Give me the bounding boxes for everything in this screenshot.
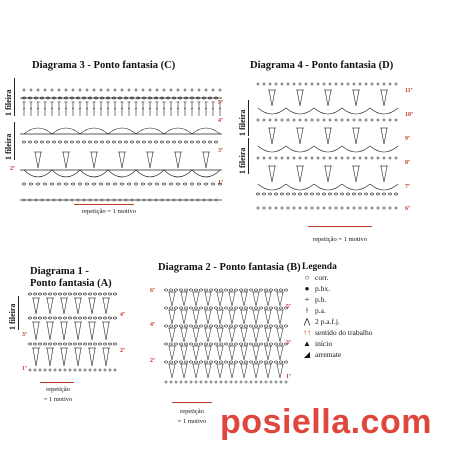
diagram4-row-9: 9ª	[405, 136, 410, 142]
legend-symbol-icon: ▲	[303, 339, 311, 348]
legend-title: Legenda	[302, 262, 337, 272]
diagram2-row-5: 5ª	[286, 304, 291, 310]
diagram2-row-6: 6ª	[150, 288, 155, 294]
diagram1-repeat-bracket	[40, 382, 74, 383]
diagram4-repeat-bracket	[308, 226, 372, 227]
legend-label: arremate	[315, 350, 342, 359]
diagram2-row-2: 2ª	[150, 358, 155, 364]
diagram2-repeat-line2: = 1 motivo	[177, 418, 207, 425]
diagram2-chart	[164, 288, 288, 384]
legend-symbol-icon: ●	[304, 284, 310, 293]
legend-item: ǂ p.a.	[302, 305, 452, 316]
legend-label: corr.	[315, 273, 329, 282]
legend-label: p.bx.	[315, 284, 330, 293]
diagram2-repeat-line1: repetição	[180, 408, 204, 415]
diagram4-title: Diagrama 4 - Ponto fantasia (D)	[250, 60, 394, 71]
legend-item: + p.b.	[302, 294, 452, 305]
diagram1-title-line2: Ponto fantasia (A)	[30, 278, 112, 289]
legend-items: ○ corr. ● p.bx. + p.b. ǂ p.a. ⋀ 2 p.a.f.j. ↑↑ senti…	[302, 272, 452, 360]
diagram1-repeat-line1: repetição	[46, 386, 70, 393]
diagram4-row-10: 10ª	[405, 112, 413, 118]
diagram3-repeat-label: repetição = 1 motivo	[81, 208, 137, 215]
legend-item: ● p.bx.	[302, 283, 452, 294]
diagram1-row-4: 4ª	[120, 312, 125, 318]
diagram3-chart	[20, 88, 222, 202]
legend-symbol-icon: ↑↑	[303, 328, 311, 337]
diagram2-row-3: 3ª	[286, 340, 291, 346]
diagram3-repeat-bracket	[74, 204, 134, 205]
diagram1-row-3: 3ª	[22, 332, 27, 338]
legend-item: ○ corr.	[302, 272, 452, 283]
diagram1-row-1: 1ª	[22, 366, 27, 372]
diagram1-title-line1: Diagrama 1 -	[30, 266, 89, 277]
legend-symbol-icon: +	[304, 295, 310, 304]
diagram2-title: Diagrama 2 - Ponto fantasia (B)	[158, 262, 301, 273]
legend-item: ⋀ 2 p.a.f.j.	[302, 316, 452, 327]
legend-symbol-icon: ◢	[303, 350, 311, 359]
diagram4-row-6: 6ª	[405, 206, 410, 212]
diagram1-row-2: 2ª	[120, 348, 125, 354]
diagram2-row-4: 4ª	[150, 322, 155, 328]
legend-label: sentido do trabalho	[315, 328, 373, 337]
diagram4-repeat-label: repetição = 1 motivo	[312, 236, 368, 243]
watermark: posiella.com	[220, 403, 432, 441]
diagram3-row-4: 4ª	[218, 118, 223, 124]
diagram3-row-5: 5ª	[218, 100, 223, 106]
legend-symbol-icon: ○	[304, 273, 310, 282]
diagram4-row-11: 11ª	[405, 88, 413, 94]
diagram4-row-8: 8ª	[405, 160, 410, 166]
diagram3-row-3: 3ª	[218, 148, 223, 154]
legend-label: início	[315, 339, 333, 348]
legend-item: ↑↑ sentido do trabalho	[302, 327, 452, 338]
legend-item: ▲ início	[302, 338, 452, 349]
legend: Legenda ○ corr. ● p.bx. + p.b. ǂ p.a. ⋀ 2 p.a.f.j…	[302, 262, 452, 360]
diagram4-chart	[256, 82, 399, 210]
diagram3-row-1: 1ª	[218, 180, 223, 186]
diagram3-title: Diagrama 3 - Ponto fantasia (C)	[32, 60, 176, 71]
legend-symbol-icon: ⋀	[303, 317, 311, 326]
legend-symbol-icon: ǂ	[306, 306, 308, 315]
diagram1-chart	[28, 292, 117, 372]
legend-label: p.b.	[315, 295, 327, 304]
diagram2-repeat-bracket	[172, 402, 212, 403]
legend-label: 2 p.a.f.j.	[315, 317, 340, 326]
diagram4-row-7: 7ª	[405, 184, 410, 190]
legend-label: p.a.	[315, 306, 326, 315]
diagram3-row-2: 2ª	[10, 166, 15, 172]
legend-item: ◢ arremate	[302, 349, 452, 360]
diagram2-row-1: 1ª	[286, 374, 291, 380]
diagram1-repeat-line2: = 1 motivo	[43, 396, 73, 403]
